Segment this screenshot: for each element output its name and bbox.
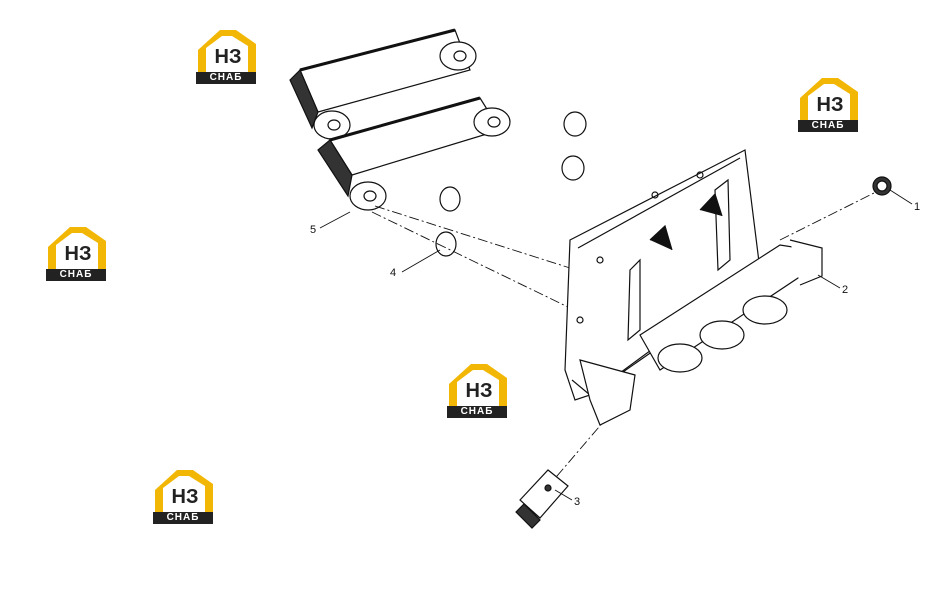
logo-mark: НЗ — [816, 94, 844, 116]
callout-1: 1 — [914, 201, 921, 213]
logo-house-icon — [198, 30, 256, 72]
cooler-housing — [564, 149, 823, 426]
drain-plug — [872, 176, 892, 196]
logo-mark: НЗ — [171, 486, 199, 508]
callout-5: 5 — [310, 224, 317, 236]
o-ring-2 — [561, 155, 585, 181]
logo-text: СНАБ — [153, 512, 213, 524]
callout-3: 3 — [574, 496, 581, 508]
logo-mark: НЗ — [465, 380, 493, 402]
o-ring-1 — [563, 111, 587, 137]
watermark-logo: НЗ СНАБ — [447, 362, 509, 420]
watermark-logo: НЗ СНАБ — [196, 28, 258, 86]
callout-2: 2 — [842, 284, 849, 296]
logo-house-icon — [48, 227, 106, 269]
logo-text: СНАБ — [196, 72, 256, 84]
logo-text: СНАБ — [798, 120, 858, 132]
o-ring-4 — [435, 231, 457, 257]
logo-house-icon — [800, 78, 858, 120]
callout-4: 4 — [390, 267, 397, 279]
o-ring-3 — [439, 186, 461, 212]
thermostat-valve — [515, 469, 569, 529]
cooler-core-lower — [317, 96, 511, 211]
logo-mark: НЗ — [214, 46, 242, 68]
logo-text: СНАБ — [447, 406, 507, 418]
logo-mark: НЗ — [64, 243, 92, 265]
cooler-core-upper — [289, 28, 477, 140]
watermark-logo: НЗ СНАБ — [153, 468, 215, 526]
logo-house-icon — [155, 470, 213, 512]
watermark-logo: НЗ СНАБ — [798, 76, 860, 134]
watermark-logo: НЗ СНАБ — [46, 225, 108, 283]
logo-text: СНАБ — [46, 269, 106, 281]
logo-house-icon — [449, 364, 507, 406]
